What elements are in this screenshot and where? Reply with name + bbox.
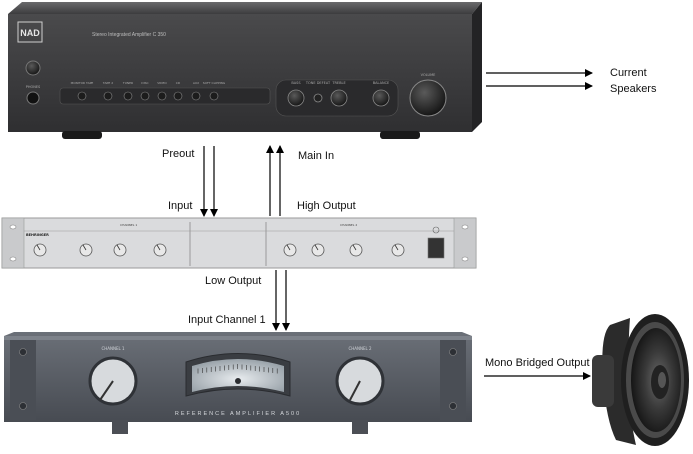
phones-jack[interactable] <box>26 91 40 105</box>
tone-defeat-label: TONE DEFEAT <box>305 81 331 85</box>
source-button-label: MONITOR TAPE <box>71 81 94 85</box>
source-button-label: TUNER <box>122 81 133 85</box>
phones-label: PHONES <box>26 85 41 89</box>
bass-label: BASS <box>291 81 301 85</box>
source-button-label: AUX <box>193 81 199 85</box>
source-button-disc[interactable] <box>140 91 150 101</box>
source-button-aux[interactable] <box>191 91 201 101</box>
tone-defeat-button[interactable] <box>313 93 323 103</box>
vu-meter <box>192 359 284 392</box>
nad-logo: NAD <box>20 28 40 38</box>
source-button-monitor-tape[interactable] <box>77 91 87 101</box>
source-buttons: MONITOR TAPE TAPE 2 TUNER DISC VIDEO CD AUX SOF… <box>71 81 226 101</box>
crossover-channel-2-label: CHANNEL 2 <box>340 223 357 227</box>
power-amp-channel-1-label: CHANNEL 1 <box>101 346 125 351</box>
low-output-label: Low Output <box>205 275 262 287</box>
crossover-channel-1-label: CHANNEL 1 <box>120 223 137 227</box>
treble-knob[interactable] <box>330 89 348 107</box>
treble-label: TREBLE <box>331 81 345 85</box>
behringer-emblem-icon <box>432 226 440 234</box>
bass-knob[interactable] <box>287 89 305 107</box>
balance-label: BALANCE <box>373 81 390 85</box>
balance-knob[interactable] <box>372 89 390 107</box>
source-button-tape-2[interactable] <box>103 91 113 101</box>
source-button-label: CD <box>176 81 181 85</box>
current-speakers-label-line2: Speakers <box>610 83 657 95</box>
input-channel-1-label: Input Channel 1 <box>188 314 266 326</box>
high-output-label: High Output <box>297 200 356 212</box>
power-amp-channel-2-label: CHANNEL 2 <box>348 346 372 351</box>
source-button-video[interactable] <box>157 91 167 101</box>
source-button-soft-clipping[interactable] <box>209 91 219 101</box>
speaker <box>592 314 689 446</box>
volume-knob[interactable] <box>409 79 447 117</box>
power-amplifier: CHANNEL 1 CHANNEL 2 REFERENCE AMPLIFIER … <box>4 332 472 434</box>
crossover-power-switch[interactable] <box>427 237 445 259</box>
mono-bridged-output-label: Mono Bridged Output <box>485 357 590 369</box>
integrated-amplifier: NAD Stereo Integrated Amplifier C 350 PH… <box>8 2 482 139</box>
volume-label: VOLUME <box>421 73 436 77</box>
source-button-tuner[interactable] <box>123 91 133 101</box>
source-button-label: DISC <box>141 81 148 85</box>
arrows <box>200 69 593 380</box>
nad-logo-box <box>17 21 43 43</box>
source-button-cd[interactable] <box>173 91 183 101</box>
source-button-label: VIDEO <box>157 81 167 85</box>
input-label: Input <box>168 200 193 212</box>
behringer-logo: BEHRINGER <box>26 233 49 237</box>
model-text: Stereo Integrated Amplifier C 350 <box>92 32 166 38</box>
main-in-label: Main In <box>298 150 335 162</box>
current-speakers-label-line1: Current <box>610 67 647 79</box>
preout-label: Preout <box>162 148 195 160</box>
crossover-knobs <box>33 243 405 257</box>
crossover-unit: BEHRINGER CHANNEL 1 CHANNEL 2 <box>1 217 477 269</box>
source-button-label: SOFT CLIPPING <box>203 81 226 85</box>
power-amp-name: REFERENCE AMPLIFIER A500 <box>175 411 301 417</box>
source-button-label: TAPE 2 <box>102 81 113 85</box>
power-button[interactable] <box>25 60 41 76</box>
